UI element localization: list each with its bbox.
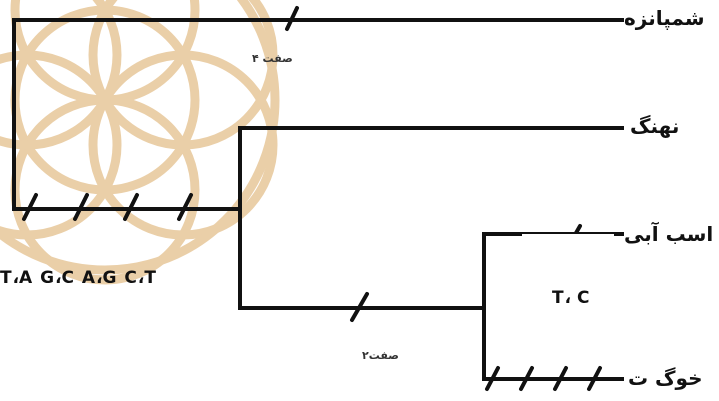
- hippo-cover-box: [522, 234, 614, 328]
- tick-marks: [22, 6, 602, 391]
- tick-pig: [553, 366, 568, 391]
- tick-root: [22, 193, 38, 221]
- tick-root: [73, 193, 89, 221]
- tick-pig: [519, 366, 534, 391]
- watermark-flower: [0, 0, 280, 285]
- tick-root: [123, 193, 139, 221]
- tree-branches: [12, 18, 624, 381]
- tick-chimp: [285, 6, 299, 31]
- watermark-petal: [0, 50, 122, 240]
- trait-label-b: صفت۲: [362, 349, 399, 362]
- tick-pig: [485, 366, 500, 391]
- hippo-substitution: T، C: [552, 288, 591, 308]
- trait-label-a: صفت ۴: [252, 52, 293, 65]
- label-chimp: شمپانزه: [624, 6, 705, 30]
- watermark-petal: [0, 0, 122, 150]
- label-whale: نهنگ: [630, 114, 680, 138]
- label-pig: خوگ ت: [628, 366, 703, 390]
- tick-root: [177, 193, 193, 221]
- substitution-sequence: T،A G،C A،G C،T: [0, 268, 157, 288]
- tick-pig: [587, 366, 602, 391]
- tick-hippo-pig: [350, 292, 369, 322]
- label-hippo: اسب آبی: [624, 222, 714, 246]
- watermark-ring: [0, 0, 280, 275]
